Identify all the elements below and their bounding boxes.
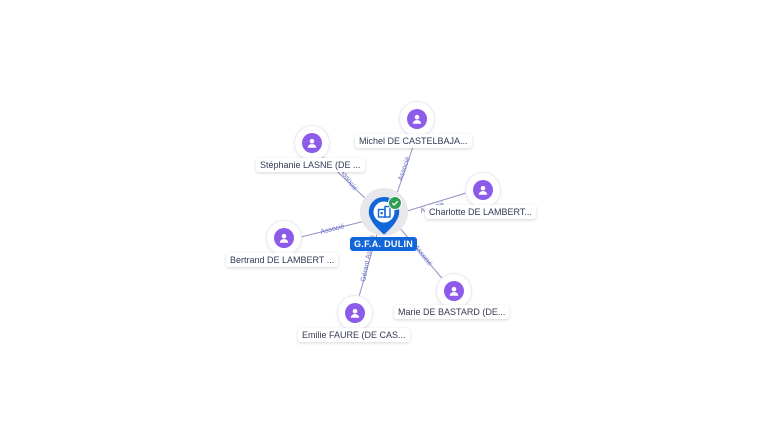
person-node-marie[interactable]: [437, 274, 471, 308]
person-node-emilie[interactable]: [338, 296, 372, 330]
person-label-charlotte[interactable]: Charlotte DE LAMBERT...: [425, 205, 536, 219]
person-icon: [478, 185, 488, 195]
person-icon: [279, 233, 289, 243]
person-label-michel[interactable]: Michel DE CASTELBAJA...: [355, 134, 472, 148]
edge-bertrand: [300, 220, 366, 238]
person-label-emilie[interactable]: Emilie FAURE (DE CAS...: [298, 328, 410, 342]
person-label-marie[interactable]: Marie DE BASTARD (DE...: [394, 305, 510, 319]
person-node-michel[interactable]: [400, 102, 434, 136]
edge-charlotte: [403, 192, 467, 213]
person-node-charlotte[interactable]: [466, 173, 500, 207]
person-label-stephanie[interactable]: Stéphanie LASNE (DE ...: [256, 158, 365, 172]
person-icon: [350, 308, 360, 318]
person-icon: [307, 138, 317, 148]
person-node-stephanie[interactable]: [295, 126, 329, 160]
person-icon: [449, 286, 459, 296]
edge-label-bertrand: Associé: [320, 223, 346, 236]
person-icon: [412, 114, 422, 124]
person-node-bertrand[interactable]: [267, 221, 301, 255]
company-label[interactable]: G.F.A. DULIN: [350, 237, 418, 251]
building-icon: [377, 205, 391, 218]
check-icon: [388, 196, 402, 210]
edge-label-michel: Associé: [397, 156, 412, 182]
edge-marie: [398, 226, 446, 283]
person-label-bertrand[interactable]: Bertrand DE LAMBERT ...: [226, 253, 339, 267]
